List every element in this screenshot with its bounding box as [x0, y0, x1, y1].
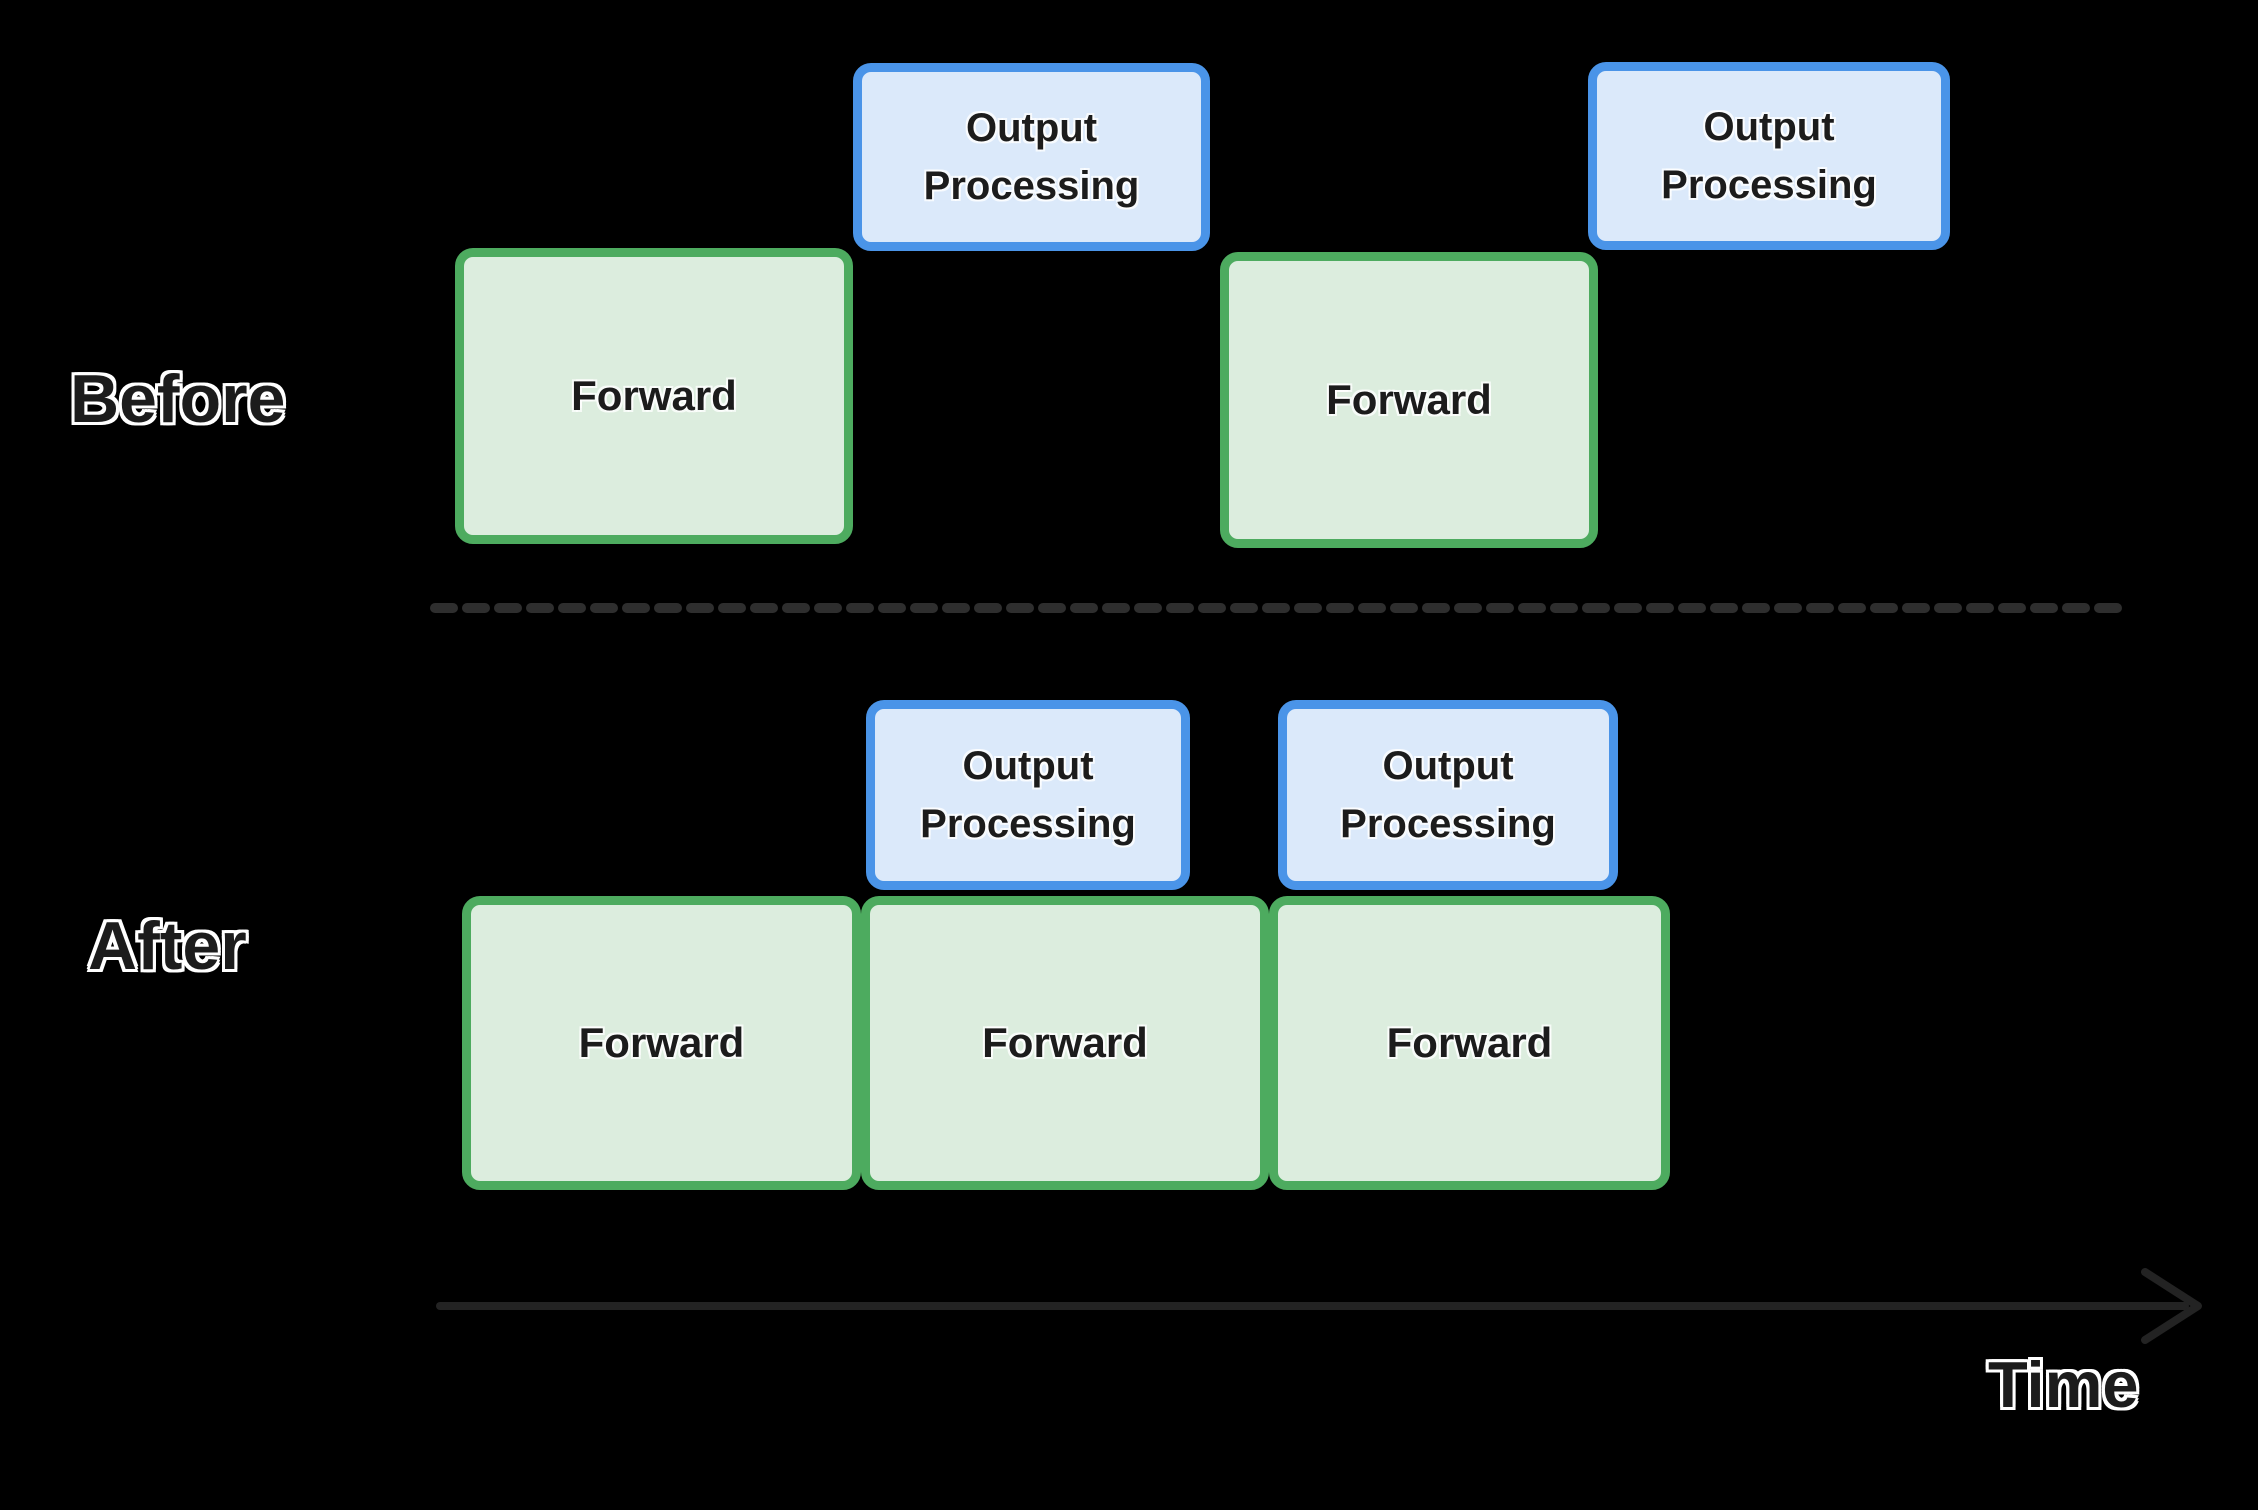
- forward-box: Forward: [1269, 896, 1670, 1190]
- box-label: Forward: [982, 1019, 1148, 1066]
- before-section-label: Before: [70, 361, 286, 437]
- after-section-label: After: [88, 908, 247, 984]
- time-axis-label: Time: [1988, 1348, 2139, 1421]
- box-label: Output Processing: [1661, 105, 1877, 207]
- box-label: Forward: [1326, 376, 1492, 423]
- box-label: Output Processing: [1340, 744, 1556, 846]
- box-label: Output Processing: [920, 744, 1136, 846]
- forward-box: Forward: [462, 896, 861, 1190]
- output-processing-box: Output Processing: [853, 63, 1210, 251]
- forward-box: Forward: [455, 248, 853, 544]
- box-label: Forward: [571, 372, 737, 419]
- box-label: Output Processing: [923, 106, 1140, 208]
- forward-box: Forward: [861, 896, 1269, 1190]
- time-axis-arrow-icon: [436, 1268, 2202, 1344]
- section-divider-dashed-line: [430, 603, 2130, 613]
- output-processing-box: Output Processing: [866, 700, 1190, 890]
- box-label: Forward: [578, 1019, 745, 1066]
- output-processing-box: Output Processing: [1588, 62, 1950, 250]
- box-label: Forward: [1386, 1019, 1553, 1066]
- forward-box: Forward: [1220, 252, 1598, 548]
- output-processing-box: Output Processing: [1278, 700, 1618, 890]
